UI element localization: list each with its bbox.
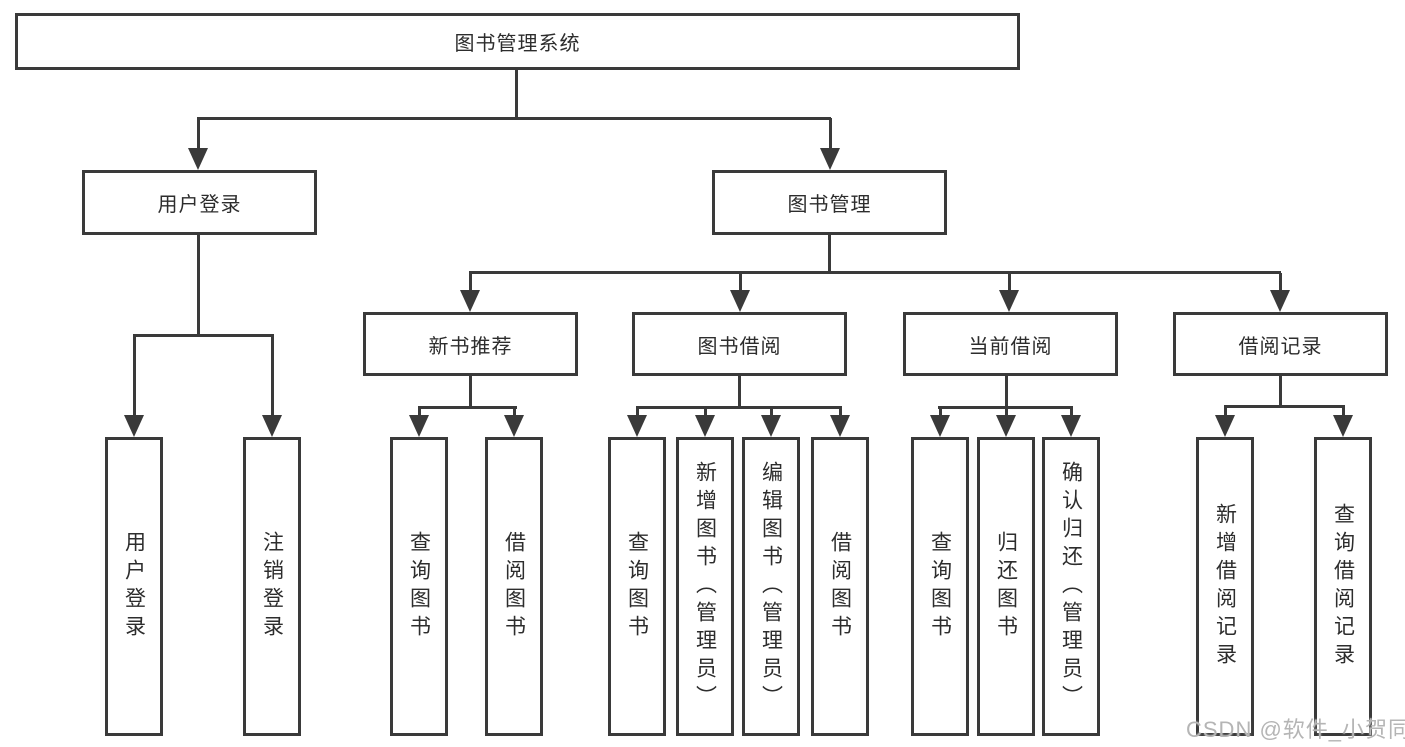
leaf-user-login: 用户登录 [105, 437, 163, 736]
leaf-label: 查询借阅记录 [1331, 502, 1355, 671]
node-new-book-recommendation: 新书推荐 [363, 312, 578, 376]
connector-arrow-add-books-admin [695, 408, 715, 437]
leaf-label: 归还图书 [994, 530, 1018, 643]
leaf-label: 借阅图书 [828, 530, 852, 643]
leaf-label: 新增图书（管理员） [693, 460, 717, 713]
leaf-add-books-admin: 新增图书（管理员） [676, 437, 734, 736]
leaf-label: 查询图书 [407, 530, 431, 643]
leaf-return-books: 归还图书 [977, 437, 1035, 736]
connector-arrow-return-books [996, 408, 1016, 437]
connector-arrow-borrow-books-borrowing [830, 408, 850, 437]
connector-current-borrowing-stem [1005, 376, 1008, 409]
leaf-query-books-recommend: 查询图书 [390, 437, 448, 736]
connector-arrow-edit-books-admin [761, 408, 781, 437]
node-root-book-management-system: 图书管理系统 [15, 13, 1020, 70]
node-label: 当前借阅 [968, 335, 1053, 358]
connector-arrow-leaf-user-login [124, 336, 144, 437]
connector-book-borrowing-stem [738, 376, 741, 409]
leaf-label: 注销登录 [260, 530, 284, 643]
leaf-borrow-books-borrowing: 借阅图书 [811, 437, 869, 736]
node-label: 图书管理 [787, 194, 872, 216]
leaf-logout: 注销登录 [243, 437, 301, 736]
leaf-label: 查询图书 [928, 530, 952, 643]
node-label: 图书借阅 [697, 335, 782, 358]
connector-root-rail [197, 117, 831, 120]
connector-arrow-book-borrowing [730, 273, 750, 312]
node-user-login-branch: 用户登录 [82, 170, 317, 235]
connector-book-management-stem [828, 235, 831, 274]
connector-root-stem [515, 70, 518, 120]
node-label: 借阅记录 [1238, 335, 1323, 358]
leaf-label: 查询图书 [625, 530, 649, 643]
leaf-edit-books-admin: 编辑图书（管理员） [742, 437, 800, 736]
connector-arrow-borrow-books-recommend [504, 408, 524, 437]
node-label: 新书推荐 [428, 335, 513, 358]
leaf-label: 用户登录 [122, 530, 146, 643]
connector-borrowing-records-rail [1224, 405, 1345, 408]
connector-arrow-query-borrow-record [1333, 407, 1353, 437]
node-borrowing-records: 借阅记录 [1173, 312, 1388, 376]
node-current-borrowing: 当前借阅 [903, 312, 1118, 376]
node-book-borrowing: 图书借阅 [632, 312, 847, 376]
connector-arrow-confirm-return-admin [1061, 408, 1081, 437]
leaf-label: 编辑图书（管理员） [759, 460, 783, 713]
leaf-confirm-return-admin: 确认归还（管理员） [1042, 437, 1100, 736]
connector-borrowing-records-stem [1279, 376, 1282, 408]
leaf-query-books-current: 查询图书 [911, 437, 969, 736]
connector-current-borrowing-rail [938, 406, 1073, 409]
connector-new-book-rail [418, 406, 517, 409]
node-label: 图书管理系统 [454, 33, 581, 55]
connector-book-management-rail [469, 271, 1281, 274]
leaf-query-books-borrowing: 查询图书 [608, 437, 666, 736]
leaf-add-borrow-record: 新增借阅记录 [1196, 437, 1254, 736]
connector-new-book-stem [469, 376, 472, 409]
node-book-management-branch: 图书管理 [712, 170, 947, 235]
connector-arrow-current-borrowing [999, 273, 1019, 312]
connector-arrow-query-books-recommend [409, 408, 429, 437]
node-label: 用户登录 [157, 194, 242, 216]
connector-user-login-rail [133, 334, 274, 337]
connector-arrow-new-book-recommendation [460, 273, 480, 312]
leaf-label: 新增借阅记录 [1213, 502, 1237, 671]
connector-arrow-query-books-borrowing [627, 408, 647, 437]
leaf-query-borrow-record: 查询借阅记录 [1314, 437, 1372, 736]
connector-arrow-leaf-logout [262, 336, 282, 437]
connector-arrow-book-management [820, 118, 840, 170]
leaf-label: 借阅图书 [502, 530, 526, 643]
leaf-borrow-books-recommend: 借阅图书 [485, 437, 543, 736]
connector-book-borrowing-rail [636, 406, 842, 409]
leaf-label: 确认归还（管理员） [1059, 460, 1083, 713]
connector-arrow-borrowing-records [1270, 273, 1290, 312]
connector-user-login-stem [197, 235, 200, 337]
connector-arrow-query-books-current [930, 408, 950, 437]
connector-arrow-user-login [188, 118, 208, 170]
connector-arrow-add-borrow-record [1215, 407, 1235, 437]
csdn-watermark: CSDN @软件_小贺同学 [1186, 717, 1405, 742]
